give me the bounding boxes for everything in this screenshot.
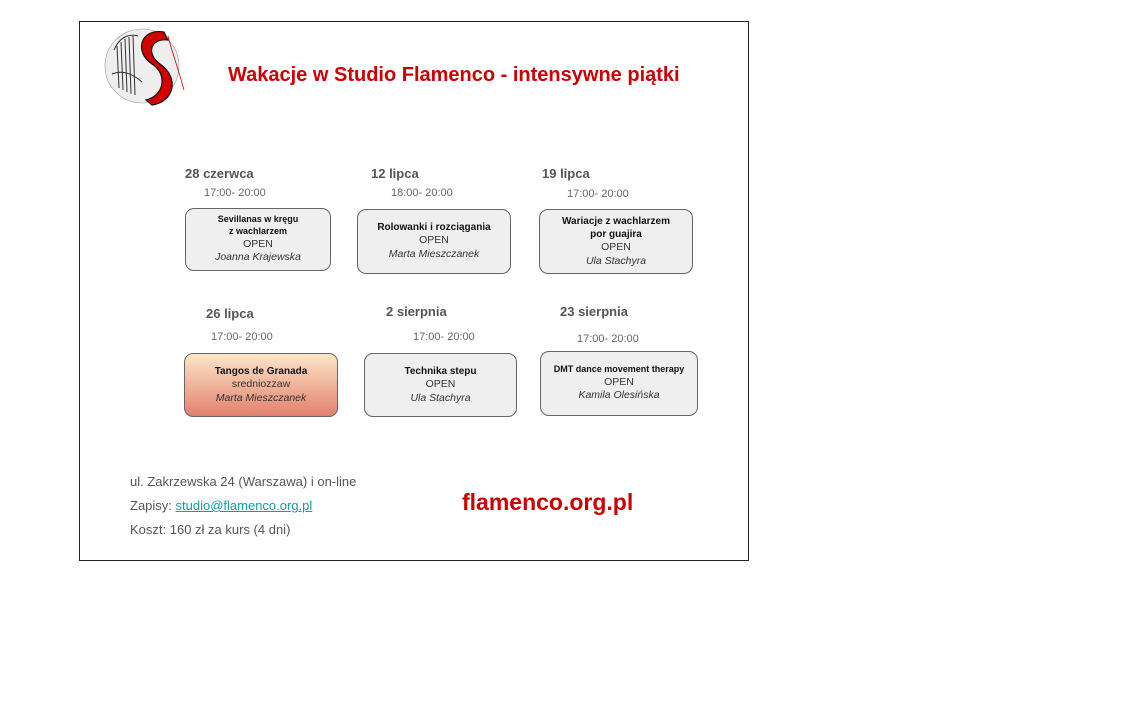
session-5-date: 2 sierpnia [386, 304, 447, 319]
studio-flamenco-logo [102, 22, 194, 106]
session-6-level: OPEN [604, 375, 634, 388]
address-text: ul. Zakrzewska 24 (Warszawa) i on-line [130, 474, 357, 489]
session-1-level: OPEN [243, 237, 273, 250]
session-5-name-line-1: Technika stepu [404, 365, 477, 377]
signup-line: Zapisy: studio@flamenco.org.pl [130, 498, 312, 513]
session-5-card[interactable]: Technika stepu OPEN Ula Stachyra [364, 353, 517, 417]
session-3-time: 17:00- 20:00 [567, 188, 629, 200]
session-3-name-line-2: por guajira [590, 228, 642, 240]
session-6-time: 17:00- 20:00 [577, 333, 639, 345]
session-2-instructor: Marta Mieszczanek [388, 248, 480, 260]
session-6-name-line-1: DMT dance movement therapy [553, 364, 685, 375]
session-2-name-line-1: Rolowanki i rozciągania [377, 222, 491, 234]
logo-graphic-icon [104, 28, 185, 106]
session-2-level: OPEN [419, 234, 449, 247]
session-1-date: 28 czerwca [185, 166, 254, 181]
page-title: Wakacje w Studio Flamenco - intensywne p… [228, 64, 680, 86]
session-4-name-line-1: Tangos de Granada [214, 365, 308, 377]
session-6-date: 23 sierpnia [560, 304, 628, 319]
session-4-level: sredniozzaw [231, 377, 291, 390]
session-4-date: 26 lipca [206, 306, 254, 321]
session-1-name-line-1: Sevillanas w kręgu [217, 214, 299, 225]
session-3-instructor: Ula Stachyra [585, 254, 647, 267]
session-4-instructor: Marta Mieszczanek [215, 391, 307, 404]
session-3-card[interactable]: Wariacje z wachlarzem por guajira OPEN U… [539, 209, 693, 274]
session-2-card[interactable]: Rolowanki i rozciągania OPEN Marta Miesz… [357, 209, 511, 274]
session-3-name-line-1: Wariacje z wachlarzem [561, 215, 670, 227]
session-4-card[interactable]: Tangos de Granada sredniozzaw Marta Mies… [184, 353, 338, 417]
session-1-instructor: Joanna Krajewska [215, 251, 301, 264]
session-5-instructor: Ula Stachyra [410, 391, 471, 404]
session-2-date: 12 lipca [371, 166, 419, 181]
signup-email-link[interactable]: studio@flamenco.org.pl [175, 498, 313, 513]
cost-text: Koszt: 160 zł za kurs (4 dni) [130, 522, 291, 537]
session-1-name-line-2: z wachlarzem [228, 225, 288, 236]
signup-label: Zapisy: [130, 498, 176, 513]
session-5-level: OPEN [425, 377, 456, 390]
session-2-time: 18:00- 20:00 [391, 187, 453, 199]
session-5-time: 17:00- 20:00 [413, 331, 475, 343]
session-6-instructor: Kamila Olesińska [578, 389, 660, 402]
website-text: flamenco.org.pl [462, 489, 634, 515]
session-1-card[interactable]: Sevillanas w kręgu z wachlarzem OPEN Joa… [185, 208, 331, 271]
session-3-level: OPEN [601, 240, 631, 253]
session-1-time: 17:00- 20:00 [204, 187, 266, 199]
session-3-date: 19 lipca [542, 166, 590, 181]
session-4-time: 17:00- 20:00 [211, 331, 273, 343]
flyer-slide: Wakacje w Studio Flamenco - intensywne p… [79, 21, 749, 561]
session-6-card[interactable]: DMT dance movement therapy OPEN Kamila O… [540, 351, 698, 416]
